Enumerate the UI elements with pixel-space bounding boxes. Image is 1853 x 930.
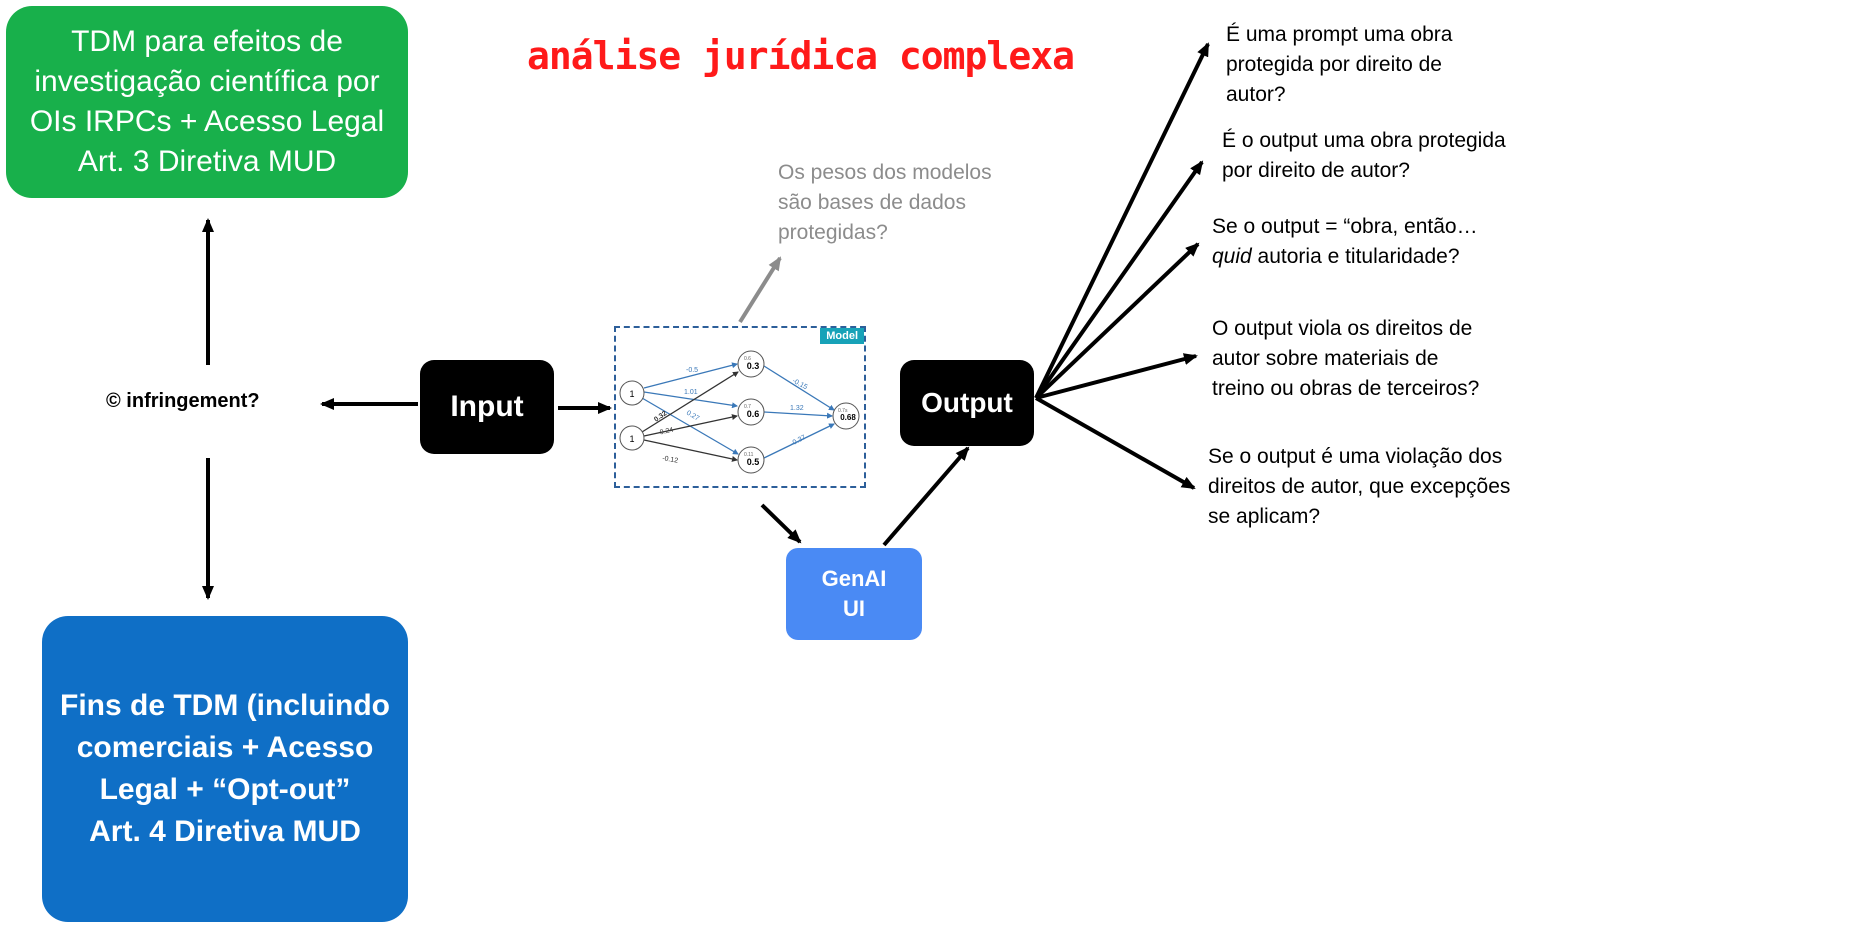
question-line: por direito de autor? bbox=[1222, 159, 1410, 182]
weight-label: -0.24 bbox=[657, 427, 674, 437]
art3-line: OIs IRPCs + Acesso Legal bbox=[29, 105, 385, 138]
node-input-1-label: 1 bbox=[629, 389, 634, 399]
weight-label: -0.12 bbox=[662, 455, 679, 465]
question-line: É o output uma obra protegida bbox=[1222, 129, 1506, 152]
art4-line: Fins de TDM (incluindo bbox=[60, 689, 390, 722]
quid-term: quid bbox=[1212, 245, 1252, 268]
art4-line: comerciais + Acesso bbox=[76, 731, 374, 764]
node-input-2-label: 1 bbox=[629, 434, 634, 444]
neural-network-figure: Model bbox=[614, 326, 866, 488]
weight-label: 0.27 bbox=[685, 410, 700, 423]
art3-line: TDM para efeitos de bbox=[71, 25, 343, 58]
infringement-label: © infringement? bbox=[106, 390, 260, 412]
node-input-2 bbox=[619, 425, 645, 451]
arrow-output-to-q2 bbox=[1034, 160, 1204, 400]
node-input-1 bbox=[619, 380, 645, 406]
question-output-infringes: O output viola os direitos de autor sobr… bbox=[1212, 314, 1552, 404]
question-line: quid autoria e titularidade? bbox=[1212, 242, 1542, 272]
art4-commercial-tdm-box: Fins de TDM (incluindo comerciais + Aces… bbox=[42, 616, 408, 922]
question-line: autor? bbox=[1226, 83, 1286, 106]
node-hidden-1 bbox=[737, 350, 765, 378]
output-box: Output bbox=[900, 360, 1034, 446]
arrow-output-to-q4 bbox=[1035, 353, 1198, 400]
weights-question-line: protegidas? bbox=[778, 221, 888, 244]
weight-label: -0.37 bbox=[790, 434, 807, 448]
weight-label: 1.32 bbox=[790, 405, 804, 412]
question-line: autor sobre materiais de bbox=[1212, 347, 1439, 370]
question-prompt-protected: É uma prompt uma obra protegida por dire… bbox=[1226, 20, 1526, 110]
arrow-output-to-q5 bbox=[1035, 396, 1196, 490]
art3-line: investigação científica por bbox=[34, 65, 380, 98]
diagram-title: análise jurídica complexa bbox=[527, 34, 1075, 78]
question-authorship: Se o output = “obra, então… quid autoria… bbox=[1212, 212, 1542, 272]
edge-in1-h2 bbox=[643, 391, 738, 409]
node-out-value: 0.68 bbox=[840, 413, 856, 422]
node-out-pre: 0.7s bbox=[838, 408, 848, 414]
node-h1-value: 0.3 bbox=[747, 361, 760, 371]
weight-label: -0.5 bbox=[686, 367, 698, 374]
input-box: Input bbox=[420, 360, 554, 454]
question-line: se aplicam? bbox=[1208, 505, 1321, 528]
question-line: treino ou obras de terceiros? bbox=[1212, 377, 1480, 400]
node-output bbox=[832, 402, 860, 430]
edge-in1-h1 bbox=[643, 362, 738, 389]
arrow-model-to-genai bbox=[760, 503, 802, 544]
node-hidden-2 bbox=[737, 398, 765, 426]
node-h3-value: 0.5 bbox=[747, 457, 760, 467]
node-h2-value: 0.6 bbox=[747, 409, 760, 419]
weights-database-question: Os pesos dos modelos são bases de dados … bbox=[778, 158, 1058, 248]
model-tag: Model bbox=[820, 328, 864, 344]
question-line: Se o output é uma violação dos bbox=[1208, 445, 1503, 468]
edge-h3-out bbox=[763, 423, 835, 459]
node-hidden-3 bbox=[737, 446, 765, 474]
art4-line: Art. 4 Diretiva MUD bbox=[89, 815, 361, 848]
question-line: O output viola os direitos de bbox=[1212, 317, 1473, 340]
arrow-genai-to-output bbox=[882, 446, 970, 547]
genai-label: GenAI bbox=[821, 566, 887, 591]
weight-label: 1.01 bbox=[684, 389, 698, 396]
node-h1-pre: 0.6 bbox=[744, 356, 751, 362]
network-graph: 1 1 0.6 0.3 0.7 0.6 0.11 0.5 0.7s 0.68 -… bbox=[619, 350, 860, 474]
arrow-output-to-q1 bbox=[1034, 42, 1210, 399]
question-line: direitos de autor, que excepções bbox=[1208, 475, 1511, 498]
art3-line: Art. 3 Diretiva MUD bbox=[77, 145, 337, 178]
edge-in2-h1 bbox=[641, 371, 739, 433]
edge-in2-h2 bbox=[643, 414, 738, 437]
weights-question-line: Os pesos dos modelos bbox=[778, 161, 992, 184]
edge-h1-out bbox=[763, 365, 835, 411]
question-exceptions: Se o output é uma violação dos direitos … bbox=[1208, 442, 1568, 532]
edge-in2-h3 bbox=[643, 439, 738, 462]
genai-ui-box: GenAI UI bbox=[786, 548, 922, 640]
arrow-output-to-q3 bbox=[1034, 242, 1200, 400]
node-h3-pre: 0.11 bbox=[744, 452, 754, 458]
question-line-rest: autoria e titularidade? bbox=[1251, 245, 1460, 268]
node-h2-pre: 0.7 bbox=[744, 404, 751, 410]
question-line: protegida por direito de bbox=[1226, 53, 1442, 76]
weights-question-line: são bases de dados bbox=[778, 191, 966, 214]
question-line: É uma prompt uma obra bbox=[1226, 23, 1453, 46]
arrow-model-to-weights-question bbox=[738, 256, 782, 324]
ui-label: UI bbox=[842, 596, 865, 621]
question-output-protected: É o output uma obra protegida por direit… bbox=[1222, 126, 1552, 186]
question-line: Se o output = “obra, então… bbox=[1212, 215, 1478, 238]
art4-line: Legal + “Opt-out” bbox=[99, 773, 351, 806]
art3-research-tdm-box: TDM para efeitos de investigação científ… bbox=[6, 6, 408, 198]
edge-h2-out bbox=[763, 411, 833, 419]
